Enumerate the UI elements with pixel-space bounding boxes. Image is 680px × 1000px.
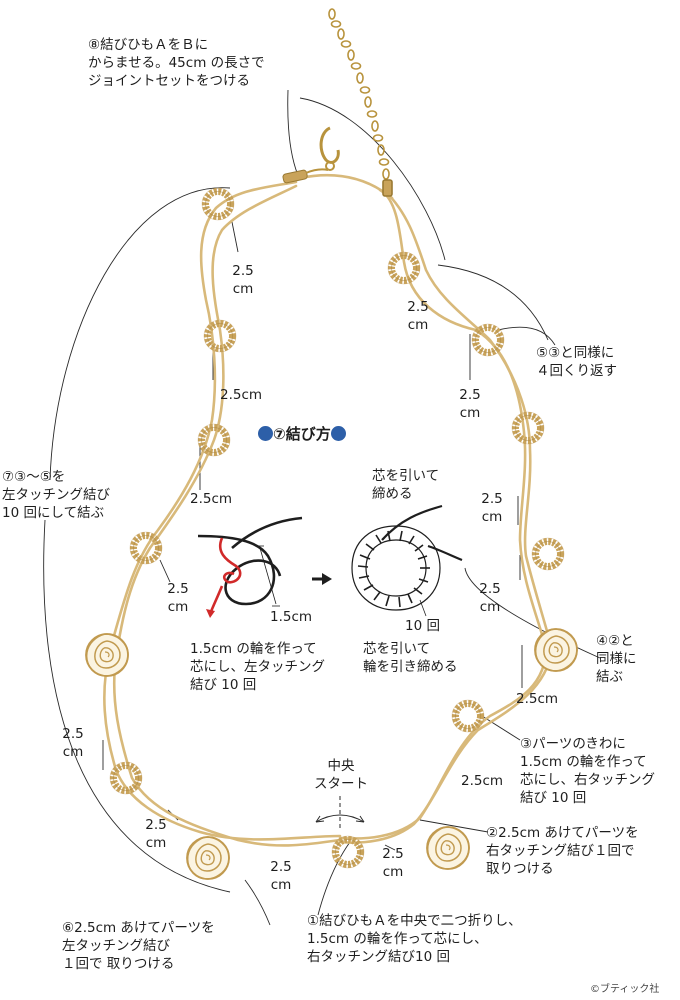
measure-label: 2.5cm bbox=[220, 387, 263, 403]
inset-loop-measure: 1.5cm bbox=[270, 609, 313, 625]
step4-label: ④②と同様に結ぶ bbox=[596, 633, 637, 685]
measure-label: 2.5cm bbox=[461, 773, 504, 789]
measure-label: 2.5cm bbox=[190, 491, 233, 507]
necklace-cords bbox=[103, 173, 554, 847]
step8-label: ⑧結びひもＡをＢにからませる。45cm の長さでジョイントセットをつける bbox=[88, 37, 265, 89]
step1-label: ①結びひもＡを中央で二つ折りし、1.5cm の輪を作って芯にし、右タッチング結び… bbox=[307, 913, 522, 965]
lobster-clasp bbox=[282, 126, 340, 184]
inset-left-caption: 1.5cm の輪を作って芯にし、左タッチング結び 10 回 bbox=[190, 641, 325, 693]
center-start-mark bbox=[315, 796, 365, 830]
inset-right-caption: 芯を引いて輪を引き締める bbox=[363, 641, 458, 675]
bullet-dot-icon bbox=[330, 426, 346, 441]
chain-extension bbox=[328, 8, 393, 197]
inset-left-knot bbox=[197, 516, 303, 618]
inset-title: ⑦結び方 bbox=[258, 425, 346, 443]
center-start-label: 中央スタート bbox=[314, 758, 368, 792]
inset-arrow bbox=[312, 573, 332, 585]
measure-label: 2.5cm bbox=[516, 691, 559, 707]
inset-pull-label: 芯を引いて締める bbox=[372, 468, 440, 502]
copyright-credit: ©ブティック社 bbox=[590, 984, 660, 995]
step2-label: ②2.5cm あけてパーツを右タッチング結び１回で取りつける bbox=[486, 825, 639, 877]
leader-lines bbox=[43, 89, 601, 926]
inset-count-label: 10 回 bbox=[405, 618, 440, 634]
inset-right-ring bbox=[351, 504, 463, 617]
bullet-dot-icon bbox=[258, 426, 273, 441]
